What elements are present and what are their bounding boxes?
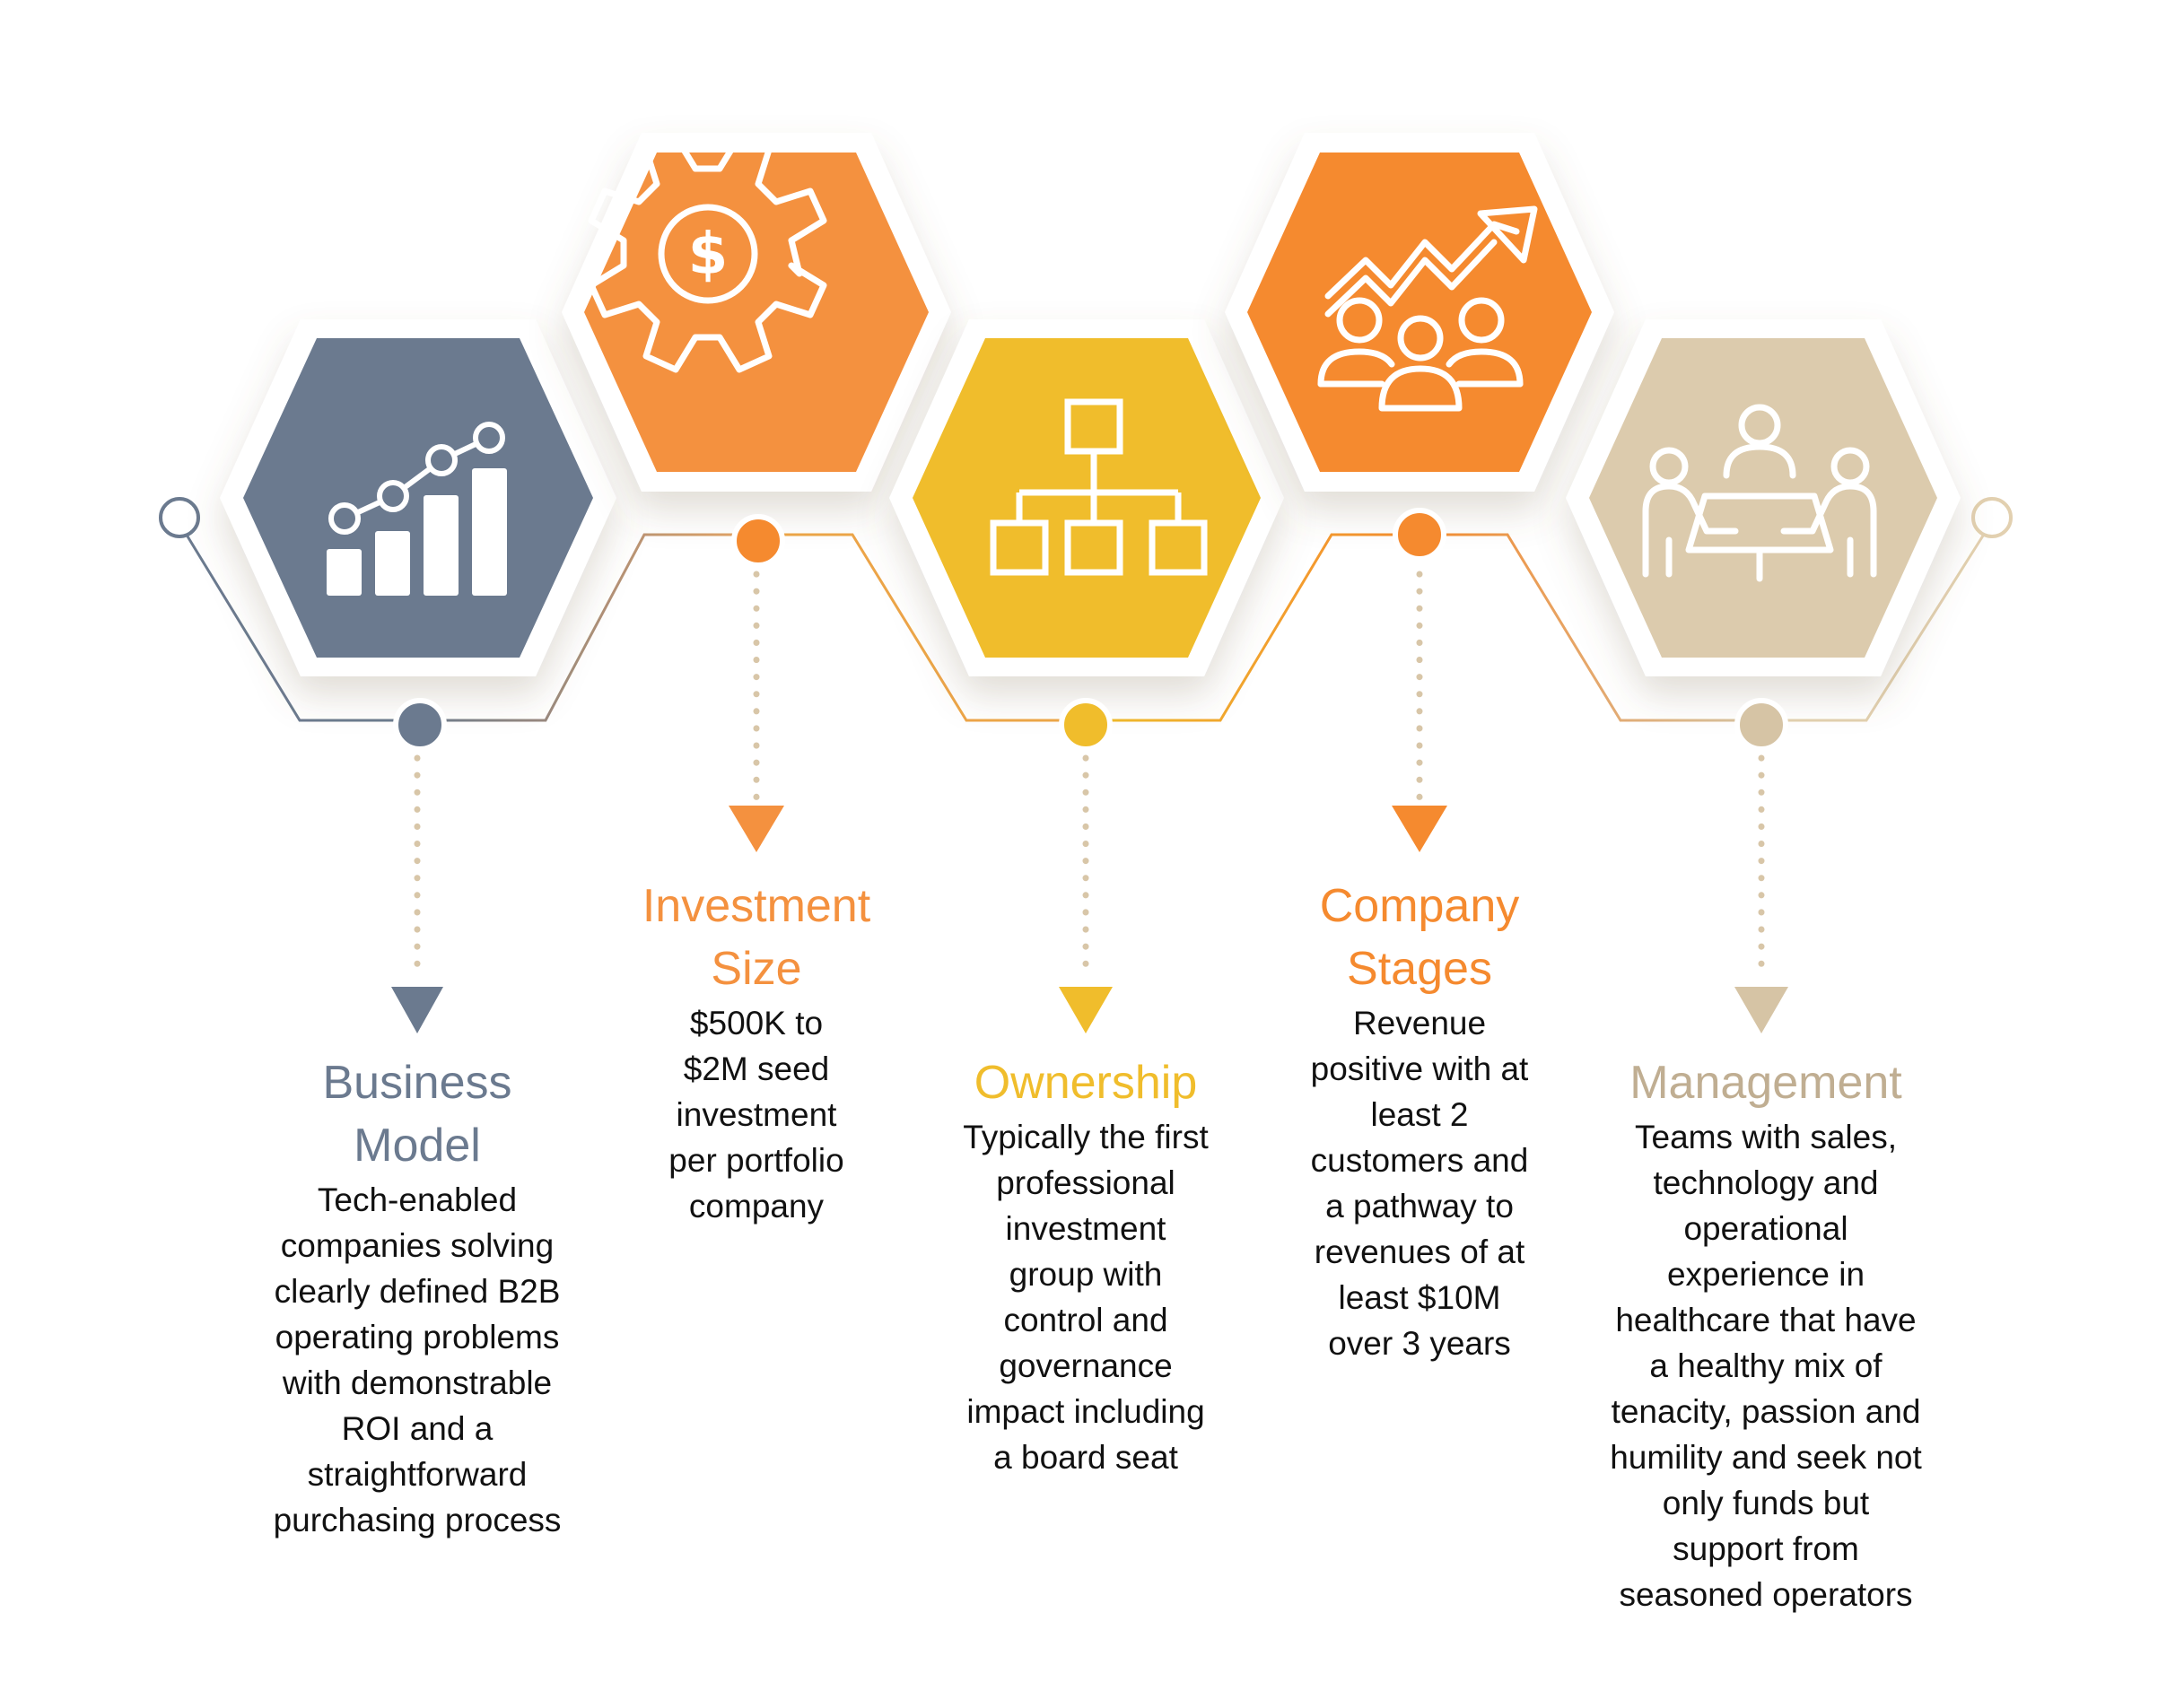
hexagon-ownership	[889, 319, 1284, 676]
node-investment-size	[731, 514, 785, 568]
connector-line-investment-to-ownership	[758, 533, 1083, 722]
org-chart-icon	[990, 398, 1208, 576]
hexagon-company-stages	[1225, 133, 1614, 562]
svg-text:$: $	[688, 222, 729, 288]
step-description: Tech-enabled companies solving clearly d…	[273, 1181, 562, 1538]
hexagon-management	[1566, 319, 1961, 676]
step-description: Teams with sales, technology and operati…	[1610, 1119, 1922, 1613]
step-title: Business Model	[322, 1057, 512, 1172]
node-management	[1734, 698, 1788, 752]
hexagon-business-model	[220, 319, 616, 676]
arrow-down-icon	[391, 987, 443, 1033]
step-management: Management Teams with sales, technology …	[1577, 1051, 1954, 1617]
node-business-model	[393, 698, 447, 752]
gear-dollar-icon: $	[588, 133, 827, 373]
node-company-stages	[1393, 508, 1446, 562]
connector-lines	[183, 531, 1987, 722]
team-growth-icon	[1317, 205, 1538, 412]
step-company-stages: Company Stages Revenue positive with at …	[1240, 875, 1599, 1366]
arrow-down-icon	[1734, 987, 1788, 1033]
connector-line-management-end	[1759, 532, 1987, 722]
step-title: Investment Size	[642, 880, 871, 995]
meeting-table-icon	[1642, 404, 1877, 582]
step-title: Ownership	[974, 1057, 1198, 1109]
connector-line-stages-to-management	[1418, 533, 1759, 722]
bar-chart-growth-icon	[327, 422, 507, 596]
step-business-model: Business Model Tech-enabled companies so…	[229, 1051, 606, 1543]
step-title: Company Stages	[1319, 880, 1520, 995]
arrow-down-icon	[1392, 806, 1447, 852]
connector-start-ring	[159, 497, 200, 538]
step-ownership: Ownership Typically the first profession…	[906, 1051, 1265, 1480]
step-description: Revenue positive with at least 2 custome…	[1310, 1005, 1529, 1362]
connector-end-ring	[1971, 497, 2013, 538]
step-description: $500K to $2M seed investment per portfol…	[668, 1005, 844, 1225]
connector-line-business-model	[183, 531, 422, 722]
connector-line-business-to-investment	[422, 533, 758, 722]
arrow-down-icon	[729, 806, 784, 852]
connector-line-ownership-to-stages	[1083, 533, 1418, 722]
arrow-down-icon	[1059, 987, 1113, 1033]
step-description: Typically the first professional investm…	[963, 1119, 1209, 1476]
drop-lines	[414, 571, 1765, 977]
step-investment-size: Investment Size $500K to $2M seed invest…	[586, 875, 927, 1229]
hexagon-investment-size: $	[562, 133, 951, 568]
step-title: Management	[1629, 1057, 1902, 1109]
node-ownership	[1059, 698, 1113, 752]
